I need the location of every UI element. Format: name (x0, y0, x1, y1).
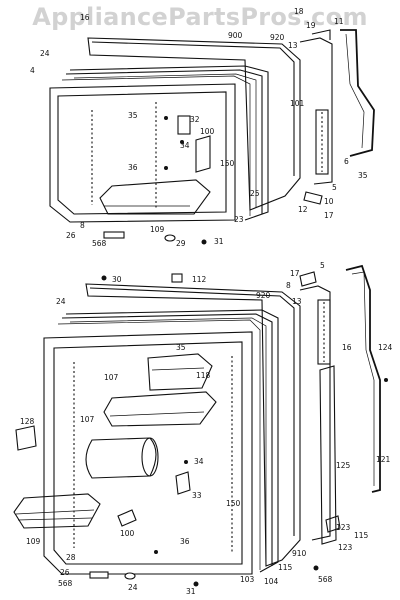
callout: 17 (290, 269, 300, 278)
callout: 100 (120, 529, 135, 538)
callout: 8 (80, 221, 85, 230)
callout: 568 (92, 239, 107, 248)
callout: 900 (228, 31, 243, 40)
callout: 13 (288, 41, 298, 50)
callout: 10 (324, 197, 334, 206)
callout: 13 (292, 297, 302, 306)
callout: 6 (344, 157, 349, 166)
callout: 34 (180, 141, 190, 150)
callout: 30 (112, 275, 122, 284)
callout: 31 (214, 237, 224, 246)
callout: 16 (342, 343, 352, 352)
callout: 35 (128, 111, 138, 120)
callout: 26 (60, 568, 70, 577)
callout: 150 (226, 499, 241, 508)
callout: 112 (192, 275, 207, 284)
callout: 24 (40, 49, 50, 58)
callout: 12 (298, 205, 308, 214)
callout: 107 (80, 415, 95, 424)
callout: 34 (194, 457, 204, 466)
callout: 125 (336, 461, 351, 470)
callout: 104 (264, 577, 279, 586)
callout: 920 (270, 33, 285, 42)
callout: 32 (190, 115, 200, 124)
callout: 24 (128, 583, 138, 592)
callout: 123 (338, 543, 353, 552)
callout: 920 (256, 291, 271, 300)
callout: 121 (376, 455, 391, 464)
callout: 11 (334, 17, 344, 26)
callout: 17 (324, 211, 334, 220)
callout: 16 (80, 13, 90, 22)
callout: 35 (358, 171, 368, 180)
callout: 28 (66, 553, 76, 562)
callout: 23 (234, 215, 244, 224)
callout: 25 (250, 189, 260, 198)
lower-door-assembly (13, 264, 388, 587)
callout: 26 (66, 231, 76, 240)
callout: 36 (128, 163, 138, 172)
callout: 36 (180, 537, 190, 546)
callout: 103 (240, 575, 255, 584)
callout: 568 (318, 575, 333, 584)
callout: 101 (290, 99, 305, 108)
callout: 115 (278, 563, 293, 572)
upper-door-callouts: 18 16 19 11 900 920 13 24 4 32 35 100 34… (30, 7, 368, 248)
lower-door-callouts: 30 112 17 5 24 920 8 13 35 107 118 107 1… (20, 261, 393, 596)
callout: 128 (20, 417, 35, 426)
callout: 910 (292, 549, 307, 558)
callout: 31 (186, 587, 196, 596)
callout: 568 (58, 579, 73, 588)
callout: 5 (320, 261, 325, 270)
callout: 33 (192, 491, 202, 500)
callout: 100 (200, 127, 215, 136)
callout: 150 (220, 159, 235, 168)
callout: 18 (294, 7, 304, 16)
callout: 115 (354, 531, 369, 540)
callout: 24 (56, 297, 66, 306)
callout: 29 (176, 239, 186, 248)
callout: 123 (336, 523, 351, 532)
callout: 8 (286, 281, 291, 290)
callout: 5 (332, 183, 337, 192)
callout: 107 (104, 373, 119, 382)
callout: 118 (196, 371, 211, 380)
upper-door-assembly (49, 29, 375, 245)
callout: 109 (26, 537, 41, 546)
callout: 124 (378, 343, 393, 352)
callout: 4 (30, 66, 35, 75)
callout: 19 (306, 21, 316, 30)
callout: 35 (176, 343, 186, 352)
callout: 109 (150, 225, 165, 234)
